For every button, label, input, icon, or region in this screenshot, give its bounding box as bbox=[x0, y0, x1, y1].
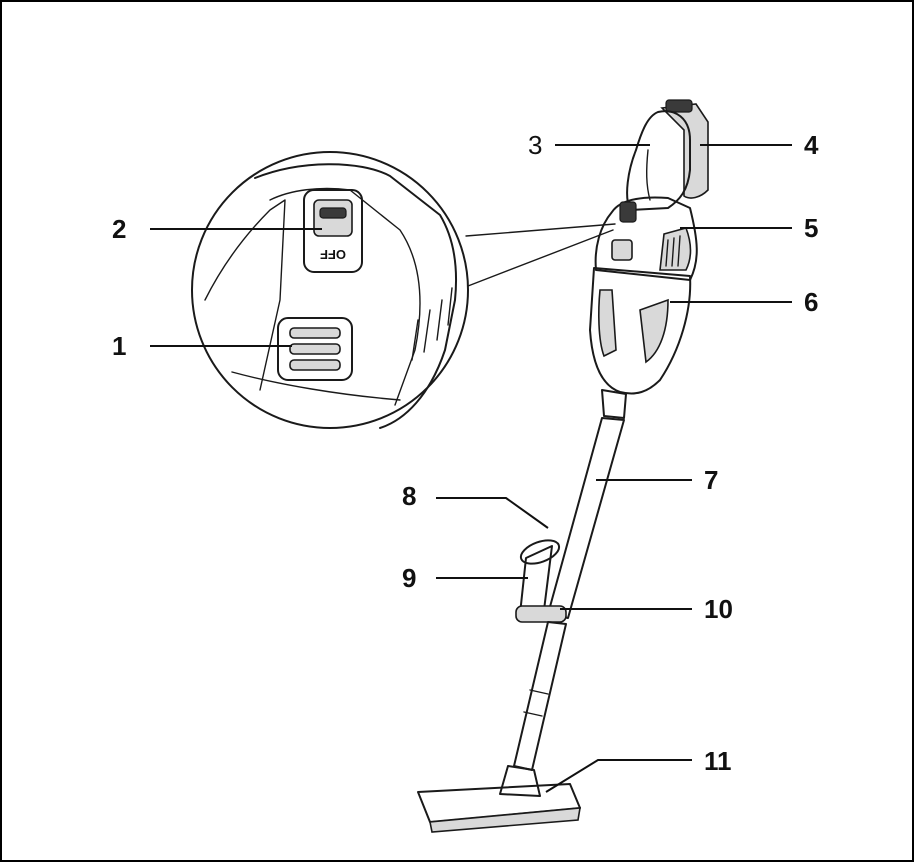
callout-6: 6 bbox=[804, 287, 818, 317]
callout-8: 8 bbox=[402, 481, 416, 511]
zoom-vent-3 bbox=[436, 299, 443, 341]
leader-11 bbox=[545, 759, 692, 793]
zoom-circle bbox=[191, 151, 469, 429]
dust-container bbox=[589, 267, 692, 395]
body-neck bbox=[601, 389, 627, 419]
callout-7: 7 bbox=[704, 465, 718, 495]
callout-2: 2 bbox=[112, 214, 126, 244]
zoom-detail: OFF bbox=[191, 151, 469, 429]
zoom-connector-top bbox=[465, 223, 616, 237]
vacuum-illustration bbox=[417, 99, 709, 833]
extension-tube-lower bbox=[513, 621, 567, 771]
zoom-switch-slider bbox=[319, 207, 347, 219]
zoom-switch-housing bbox=[303, 189, 363, 273]
callout-9: 9 bbox=[402, 563, 416, 593]
zoom-body-outline bbox=[254, 163, 458, 429]
zoom-connector-bottom bbox=[467, 229, 614, 287]
zoom-release-button bbox=[277, 317, 353, 381]
air-vent bbox=[659, 227, 692, 271]
callout-1: 1 bbox=[112, 331, 126, 361]
floor-brush-base bbox=[429, 807, 581, 833]
zoom-vent-2 bbox=[423, 309, 431, 353]
accessory-clip-ring bbox=[519, 539, 561, 565]
dust-window bbox=[598, 289, 617, 358]
release-button-mini bbox=[611, 239, 633, 261]
zoom-inner-shell bbox=[269, 187, 421, 406]
air-vent-slots bbox=[665, 235, 681, 267]
floor-brush-neck bbox=[499, 765, 541, 797]
zoom-button-rib-1 bbox=[289, 327, 341, 339]
callout-11: 11 bbox=[704, 746, 732, 776]
handle-grip bbox=[626, 110, 691, 211]
battery-top-clip bbox=[665, 99, 693, 113]
zoom-bottom-band bbox=[231, 371, 401, 401]
dust-window-right bbox=[639, 298, 669, 364]
zoom-button-rib-3 bbox=[289, 359, 341, 371]
tube-collar bbox=[515, 605, 567, 623]
tube-joint-1 bbox=[529, 689, 549, 695]
power-switch-mini bbox=[619, 201, 637, 223]
zoom-vent-1 bbox=[411, 319, 419, 361]
callout-5: 5 bbox=[804, 213, 818, 243]
handle-inner-line bbox=[645, 149, 651, 201]
callout-4: 4 bbox=[804, 130, 819, 160]
callout-3: 3 bbox=[528, 130, 542, 160]
tube-joint-2 bbox=[523, 711, 543, 717]
callout-10: 10 bbox=[704, 594, 733, 624]
zoom-vent-4 bbox=[447, 287, 453, 326]
leader-8 bbox=[436, 497, 549, 529]
zoom-button-rib-2 bbox=[289, 343, 341, 355]
battery-pack bbox=[660, 103, 709, 199]
accessory-holder bbox=[519, 545, 553, 615]
zoom-left-edge bbox=[204, 199, 286, 391]
zoom-switch-text: OFF bbox=[320, 247, 346, 262]
main-body-upper bbox=[594, 196, 698, 281]
extension-tube-upper bbox=[547, 417, 625, 619]
